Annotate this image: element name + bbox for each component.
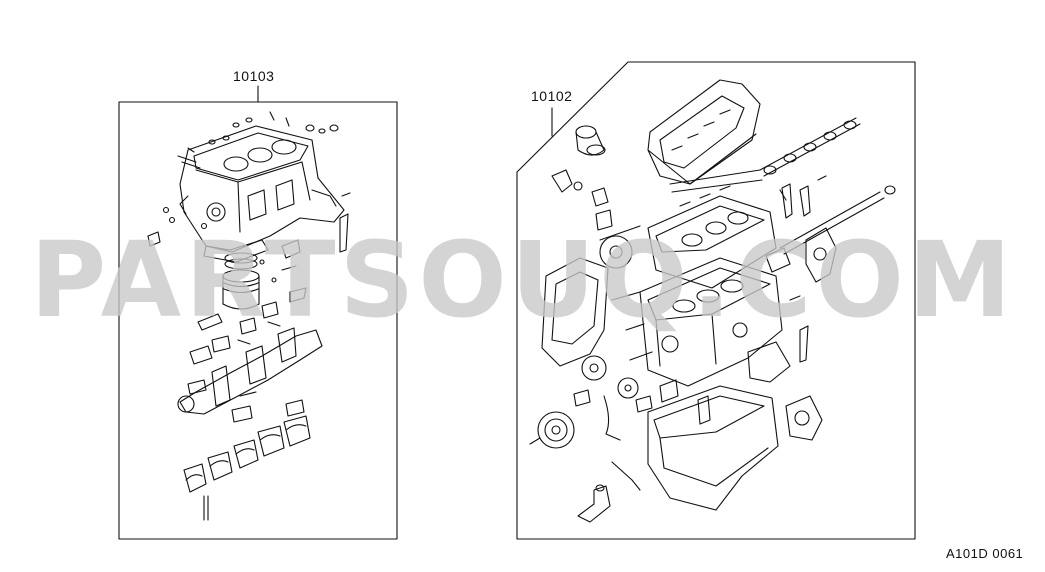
timing-belt-cover-illustration[interactable] xyxy=(541,235,639,399)
part-number-10103[interactable]: 10103 xyxy=(233,68,275,84)
watermark-text: PARTSOUQ.COM xyxy=(30,219,1016,341)
crank-pulley-illustration[interactable] xyxy=(529,379,679,449)
bearing-caps-illustration[interactable] xyxy=(183,415,311,521)
oil-filter-illustration[interactable] xyxy=(551,125,613,231)
camshaft-illustration[interactable] xyxy=(759,117,861,219)
distributor-illustration[interactable] xyxy=(765,185,896,283)
short-block-frame xyxy=(118,85,398,540)
engine-block-illustration[interactable] xyxy=(639,257,809,387)
complete-engine-frame xyxy=(516,61,916,540)
valve-cover-illustration[interactable] xyxy=(647,79,761,185)
crankshaft-illustration[interactable] xyxy=(177,321,323,423)
figure-code: A101D 0061 xyxy=(946,546,1024,561)
piston-illustration[interactable] xyxy=(197,239,307,335)
block-small-parts xyxy=(147,111,351,283)
part-number-10102[interactable]: 10102 xyxy=(531,88,573,104)
oil-pan-illustration[interactable] xyxy=(577,385,823,523)
cylinder-head-illustration[interactable] xyxy=(647,169,777,289)
cylinder-block-illustration[interactable] xyxy=(179,125,345,263)
engine-small-parts xyxy=(599,189,801,413)
